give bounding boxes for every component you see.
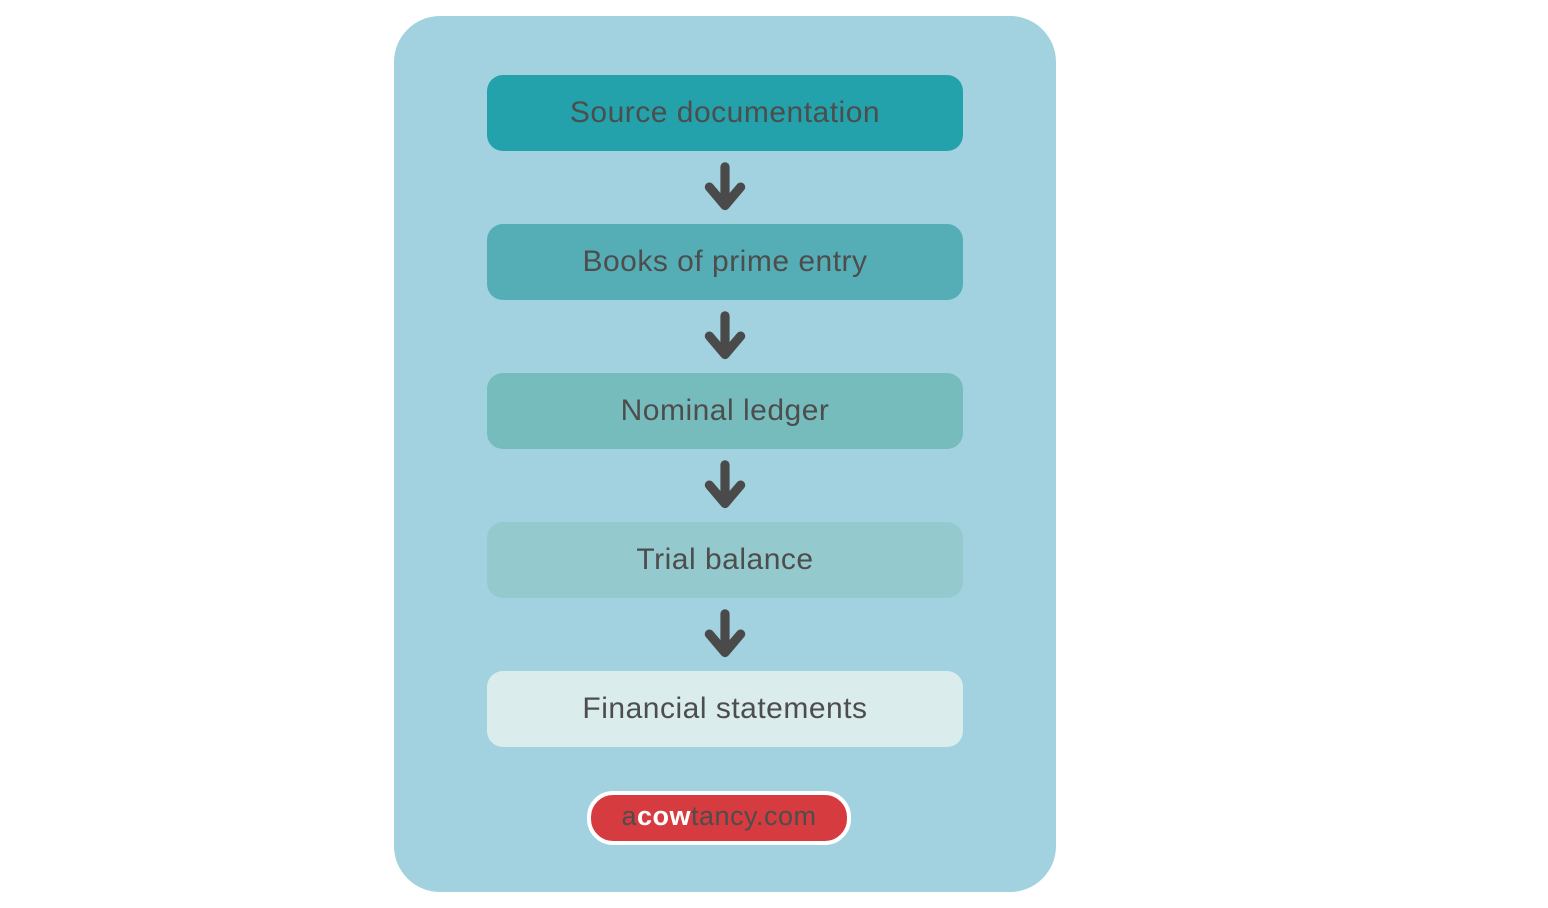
flow-step-label: Books of prime entry <box>582 245 868 278</box>
logo-prefix: a <box>621 801 637 831</box>
flow-step-trial-balance: Trial balance <box>487 522 963 598</box>
down-arrow-icon <box>702 598 748 671</box>
flowchart-panel: Source documentation Books of prime entr… <box>394 16 1056 892</box>
acowtancy-logo-text: acowtancy.com <box>621 801 816 832</box>
flow-step-label: Nominal ledger <box>620 394 830 427</box>
down-arrow-icon <box>702 300 748 373</box>
flow-step-nominal-ledger: Nominal ledger <box>487 373 963 449</box>
logo-suffix: tancy.com <box>691 801 817 831</box>
flow-step-books-of-prime-entry: Books of prime entry <box>487 224 963 300</box>
flow-step-label: Trial balance <box>636 543 814 576</box>
accounting-process-flow: Source documentation Books of prime entr… <box>394 16 1056 845</box>
flow-step-label: Source documentation <box>569 96 881 129</box>
logo-highlight: cow <box>636 801 691 831</box>
down-arrow-icon <box>702 449 748 522</box>
flow-step-financial-statements: Financial statements <box>487 671 963 747</box>
flow-step-source-documentation: Source documentation <box>487 75 963 151</box>
acowtancy-logo: acowtancy.com <box>587 791 851 845</box>
flow-step-label: Financial statements <box>582 692 868 725</box>
down-arrow-icon <box>702 151 748 224</box>
